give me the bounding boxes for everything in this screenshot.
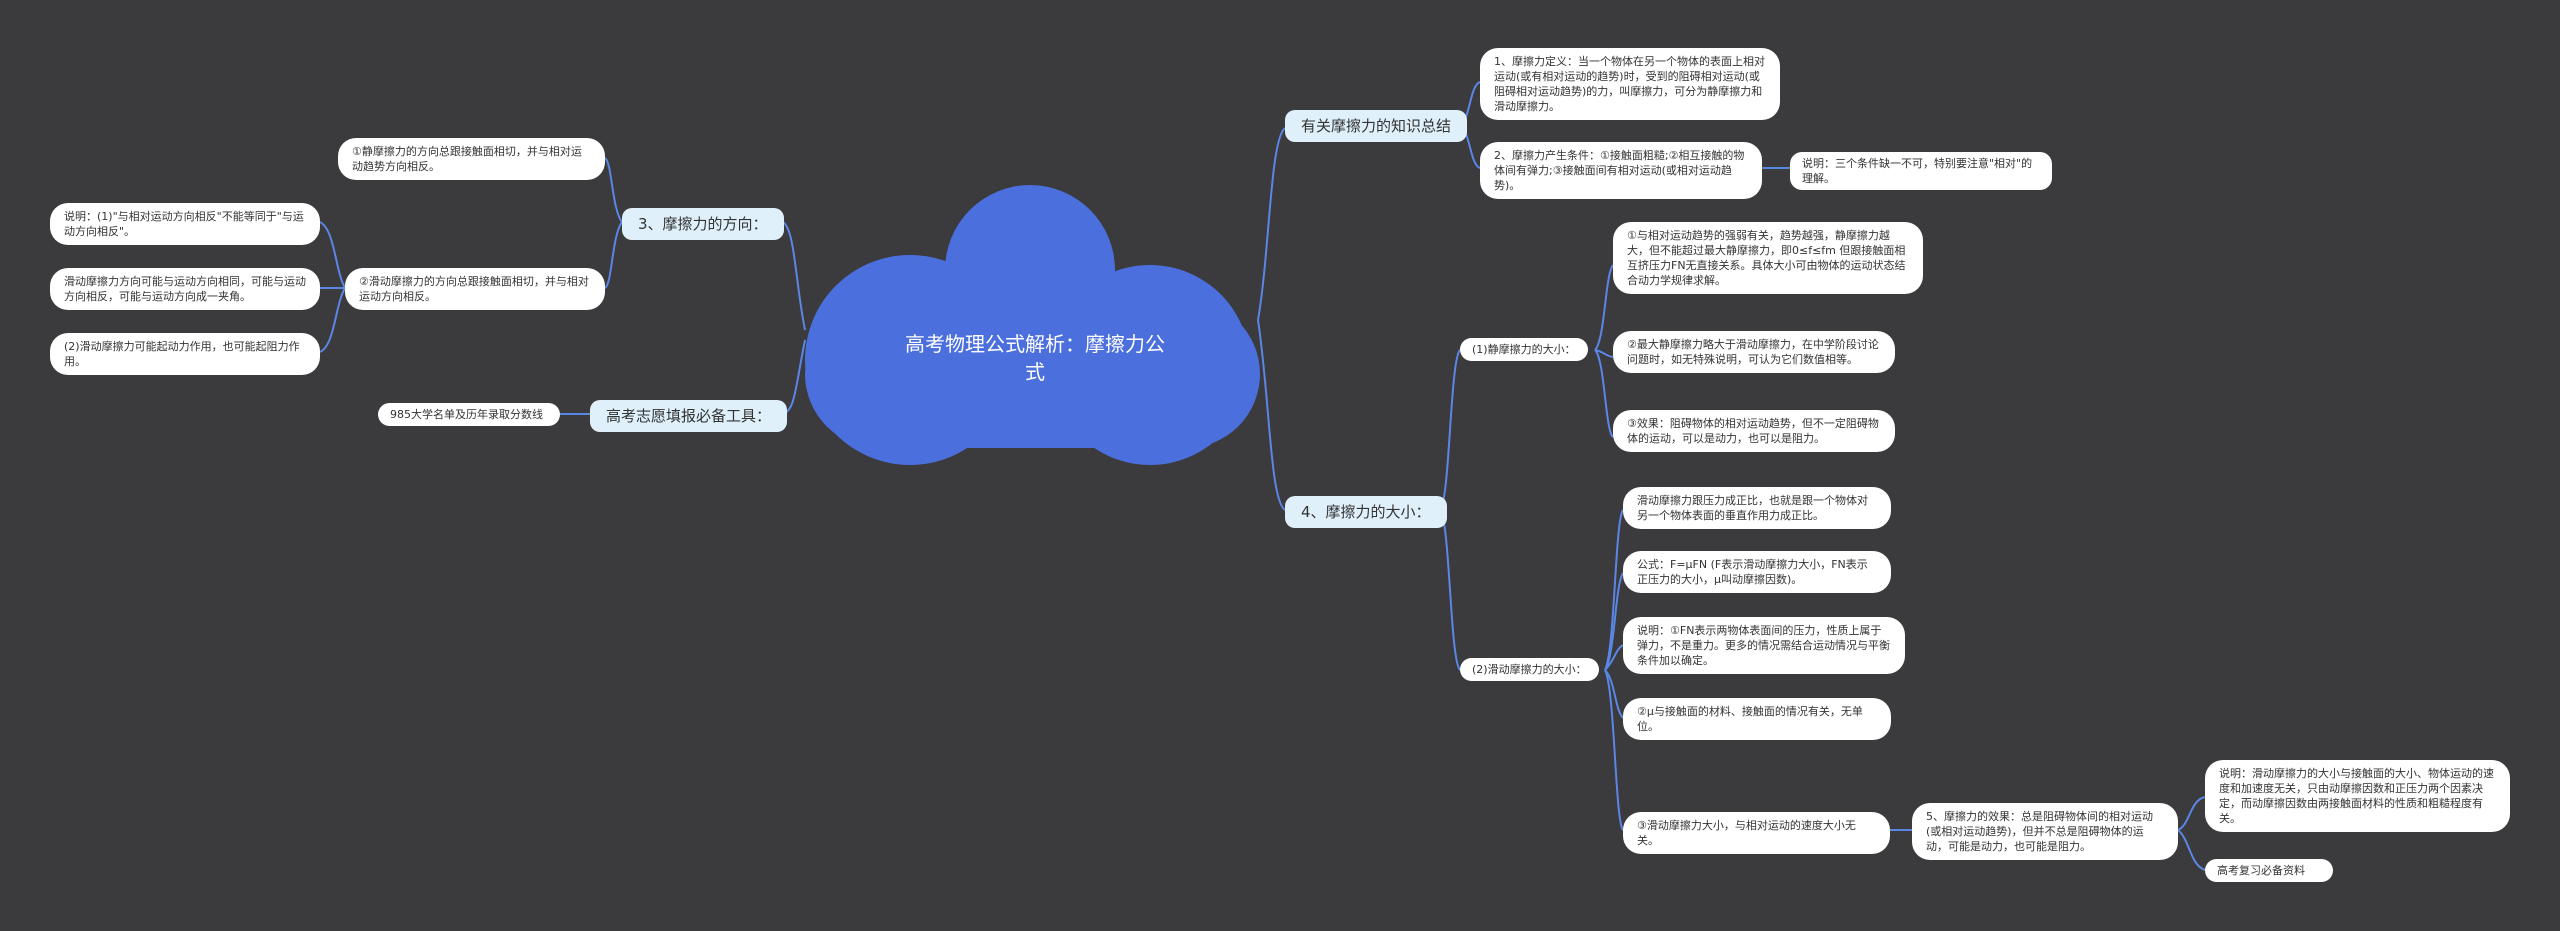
topic-magnitude[interactable]: 4、摩擦力的大小： <box>1285 496 1447 528</box>
summary-definition: 1、摩擦力定义：当一个物体在另一个物体的表面上相对运动(或有相对运动的趋势)时，… <box>1480 48 1780 120</box>
edge-sliding-5 <box>1604 669 1624 831</box>
edge-mag-sliding <box>1439 509 1461 671</box>
sliding-item-1: 滑动摩擦力跟压力成正比，也就是跟一个物体对另一个物体表面的垂直作用力成正比。 <box>1623 487 1891 529</box>
edge-static-2 <box>1594 349 1614 358</box>
root-title: 高考物理公式解析：摩擦力公式 <box>905 332 1165 384</box>
edge-dir-2 <box>604 221 623 289</box>
edge-root-magnitude <box>1257 319 1286 511</box>
effect-resource[interactable]: 高考复习必备资料 <box>2205 859 2333 882</box>
summary-note: 说明：三个条件缺一不可，特别要注意"相对"的理解。 <box>1790 152 2052 190</box>
root-cloud <box>805 185 1260 465</box>
topic-direction[interactable]: 3、摩擦力的方向： <box>622 208 784 240</box>
edge-dir2-sub1 <box>319 221 346 289</box>
edge-mag-static <box>1439 349 1461 511</box>
sliding-item-3: 说明：①FN表示两物体表面间的压力，性质上属于弹力，不是重力。更多的情况需结合运… <box>1623 617 1905 674</box>
sliding-item-5: ③滑动摩擦力大小，与相对运动的速度大小无关。 <box>1623 812 1890 854</box>
direction-note-2: 滑动摩擦力方向可能与运动方向相同，可能与运动方向相反，可能与运动方向成一夹角。 <box>50 268 320 310</box>
sliding-item-4: ②μ与接触面的材料、接触面的情况有关，无单位。 <box>1623 698 1891 740</box>
edge-effect-2 <box>2177 829 2206 871</box>
direction-sliding: ②滑动摩擦力的方向总跟接触面相切，并与相对运动方向相反。 <box>345 268 605 310</box>
topic-tool[interactable]: 高考志愿填报必备工具： <box>590 400 788 432</box>
direction-static: ①静摩擦力的方向总跟接触面相切，并与相对运动趋势方向相反。 <box>338 138 605 180</box>
edge-effect-1 <box>2177 796 2206 831</box>
edge-root-direction <box>782 221 806 331</box>
static-item-1: ①与相对运动趋势的强弱有关，趋势越强，静摩擦力越大，但不能超过最大静摩擦力，即0… <box>1613 222 1923 294</box>
edge-sliding-1 <box>1604 509 1624 671</box>
topic-summary[interactable]: 有关摩擦力的知识总结 <box>1285 110 1468 142</box>
sliding-effect: 5、摩擦力的效果：总是阻碍物体间的相对运动(或相对运动趋势)，但并不总是阻碍物体… <box>1912 803 2178 860</box>
edge-static-3 <box>1594 349 1614 438</box>
effect-note: 说明：滑动摩擦力的大小与接触面的大小、物体运动的速度和加速度无关，只由动摩擦因数… <box>2205 760 2510 832</box>
direction-note-1: 说明：(1)"与相对运动方向相反"不能等同于"与运动方向相反"。 <box>50 203 320 245</box>
sliding-item-2: 公式：F=μFN (F表示滑动摩擦力大小，FN表示正压力的大小，μ叫动摩擦因数)… <box>1623 551 1891 593</box>
edge-sliding-2 <box>1604 572 1624 671</box>
tool-item[interactable]: 985大学名单及历年录取分数线 <box>378 403 560 426</box>
edge-sliding-3 <box>1604 644 1624 671</box>
summary-conditions: 2、摩擦力产生条件：①接触面粗糙;②相互接触的物体间有弹力;③接触面间有相对运动… <box>1480 142 1762 199</box>
static-item-2: ②最大静摩擦力略大于滑动摩擦力，在中学阶段讨论问题时，如无特殊说明，可认为它们数… <box>1613 331 1895 373</box>
edge-static-1 <box>1594 264 1614 351</box>
direction-note-3: (2)滑动摩擦力可能起动力作用，也可能起阻力作用。 <box>50 333 320 375</box>
edge-root-summary <box>1257 127 1286 321</box>
edge-dir-1 <box>604 157 623 223</box>
static-item-3: ③效果：阻碍物体的相对运动趋势，但不一定阻碍物体的运动，可以是动力，也可以是阻力… <box>1613 410 1895 452</box>
edge-root-tool <box>782 339 806 415</box>
edge-dir2-sub3 <box>319 287 346 353</box>
static-label[interactable]: (1)静摩擦力的大小： <box>1460 338 1588 361</box>
sliding-label[interactable]: (2)滑动摩擦力的大小： <box>1460 658 1599 681</box>
